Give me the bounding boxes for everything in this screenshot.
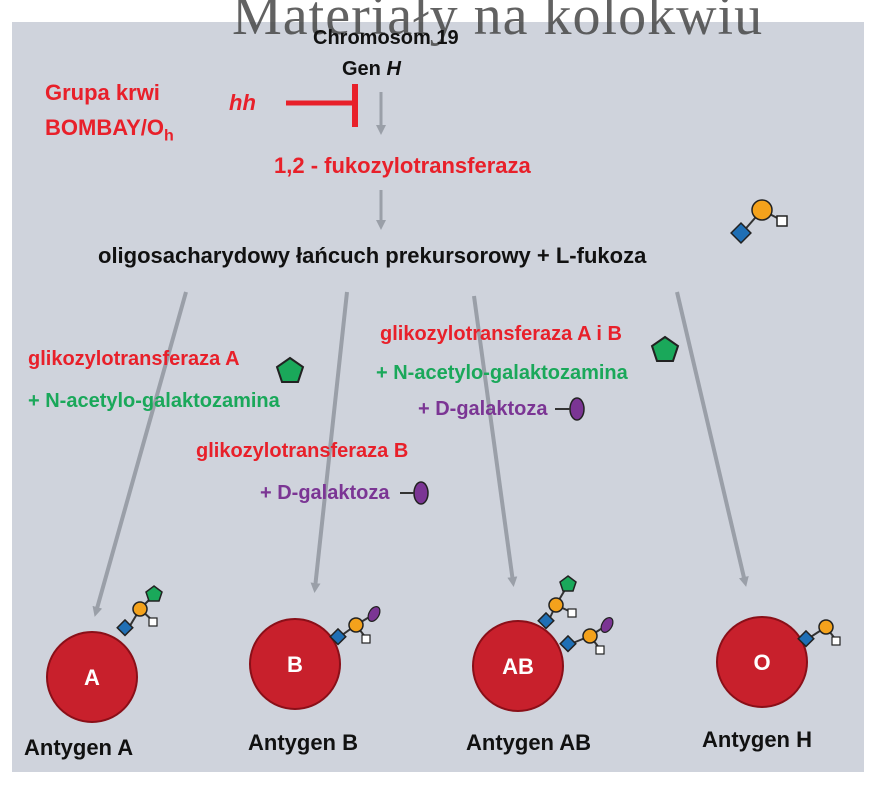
antigen-ab-glycan-a-icon (537, 575, 577, 630)
antigen-ab-label: Antygen AB (466, 730, 592, 755)
genotype-hh: hh (229, 90, 256, 115)
galactose-ellipse-icon (413, 481, 429, 505)
antigen-a-glycan-icon (116, 585, 163, 637)
bombay-label-line2: BOMBAY/Oh (45, 115, 174, 145)
glycosyltransferase-ab-label: glikozylotransferaza A i B (380, 323, 622, 345)
chromosome-label: Chromosom 19 (313, 27, 459, 49)
cell-b: B (249, 606, 381, 710)
galnac-substrate-ab-label: + N-acetylo-galaktozamina (376, 362, 628, 384)
svg-text:O: O (753, 650, 770, 675)
antigen-b-glycan-icon (329, 606, 381, 646)
svg-text:AB: AB (502, 654, 534, 679)
galactose-substrate-ab-label: + D-galaktoza (418, 398, 548, 420)
svg-text:B: B (287, 652, 303, 677)
antigen-b-label: Antygen B (248, 730, 358, 755)
cell-ab: AB (472, 575, 614, 712)
fucosyltransferase-label: 1,2 - fukozylotransferaza (274, 153, 531, 178)
galnac-pentagon-icon (650, 335, 680, 362)
galactose-ellipse-icon (569, 397, 585, 421)
cell-o: O (716, 616, 841, 708)
galactose-substrate-b-label: + D-galaktoza (260, 482, 390, 504)
precursor-chain-label: oligosacharydowy łańcuch prekursorowy + … (98, 243, 647, 268)
bombay-label-line1: Grupa krwi (45, 80, 160, 105)
bombay-main: BOMBAY/O (45, 115, 164, 140)
glycosyltransferase-a-label: glikozylotransferaza A (28, 348, 240, 370)
gene-prefix: Gen (342, 58, 381, 80)
galnac-pentagon-icon (275, 356, 305, 383)
galnac-substrate-a-label: + N-acetylo-galaktozamina (28, 390, 280, 412)
antigen-h-glycan-icon (797, 619, 841, 648)
arrow-to-antigen-b (310, 291, 349, 593)
antigen-ab-glycan-b-icon (559, 617, 614, 655)
arrow-to-antigen-a (92, 291, 188, 617)
antigen-h-label: Antygen H (702, 727, 812, 752)
arrow-to-antigen-h (675, 291, 749, 587)
bombay-subscript: h (163, 127, 174, 145)
arrow-to-antigen-ab (472, 295, 518, 587)
watermark-text: Materiały na kolokwiu (232, 0, 764, 47)
glycosyltransferase-b-label: glikozylotransferaza B (196, 440, 409, 462)
gene-name: H (386, 58, 401, 80)
gene-label: Gen H (342, 58, 401, 81)
precursor-glycan-icon (730, 199, 788, 244)
cell-a: A (46, 585, 163, 723)
svg-text:A: A (84, 665, 100, 690)
antigen-a-label: Antygen A (24, 735, 134, 760)
